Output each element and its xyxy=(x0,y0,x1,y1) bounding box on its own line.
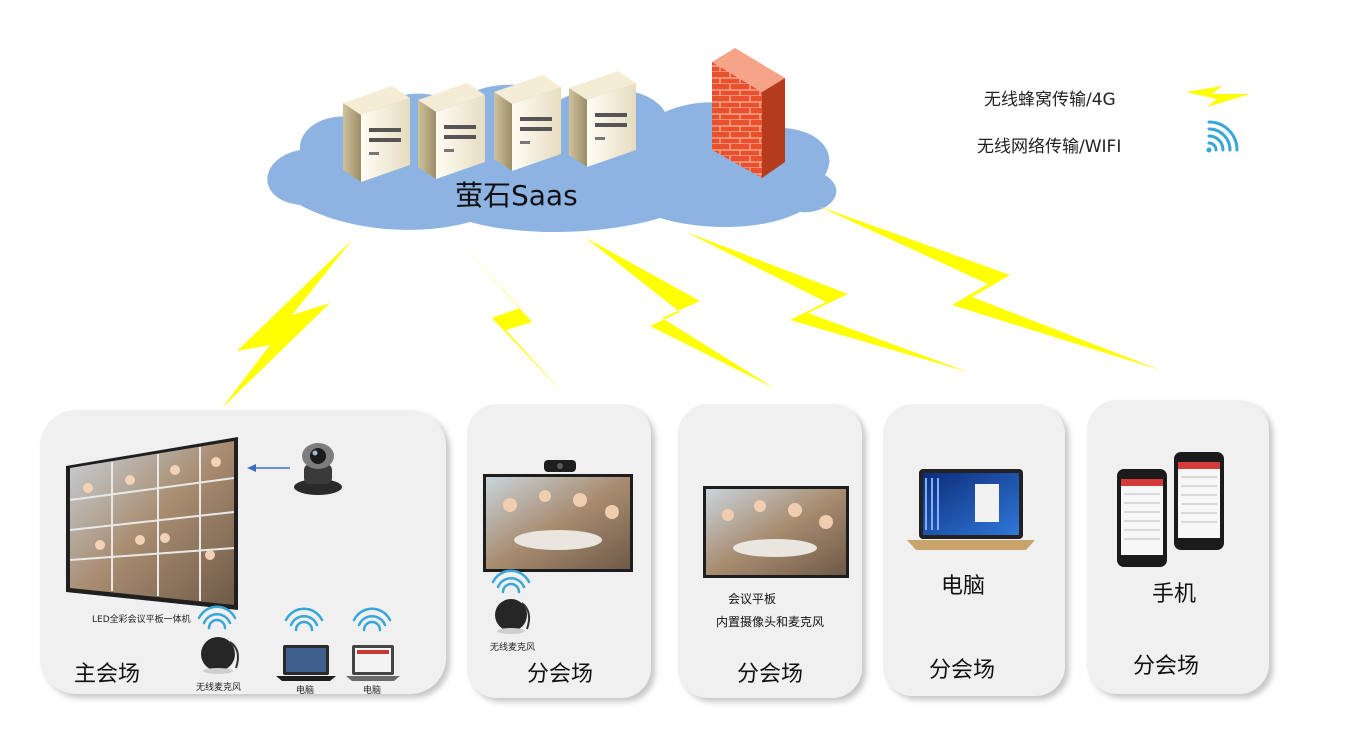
main-venue-title: 主会场 xyxy=(74,662,141,687)
lightning-bolt-main xyxy=(222,240,352,408)
cloud-label: 萤石Saas xyxy=(455,179,578,212)
branch4-device-label: 手机 xyxy=(1152,582,1197,607)
firewall-icon xyxy=(712,48,785,178)
branch3-device-label: 电脑 xyxy=(941,574,986,599)
lightning-bolt-branch1 xyxy=(456,238,562,392)
wifi-icon xyxy=(197,605,237,630)
branch1-title: 分会场 xyxy=(527,662,594,687)
meeting-display xyxy=(483,474,633,572)
wifi-icon xyxy=(491,569,531,594)
branch2-device-line1: 会议平板 xyxy=(728,592,777,606)
server-icon xyxy=(569,71,636,167)
lightning-bolt-branch4 xyxy=(818,206,1160,370)
branch4-title: 分会场 xyxy=(1133,654,1200,679)
legend-wifi-icon xyxy=(1206,120,1239,153)
branch2-device-line2: 内置摄像头和麦克风 xyxy=(716,615,825,629)
main-screen-label: LED全彩会议平板一体机 xyxy=(92,615,191,625)
server-icon xyxy=(418,83,485,179)
wifi-icon xyxy=(352,607,392,632)
server-icon xyxy=(494,75,561,171)
lightning-links xyxy=(222,206,1160,408)
laptop-icon xyxy=(276,645,336,681)
legend-wifi-label: 无线网络传输/WIFI xyxy=(977,137,1122,157)
main-laptop2-label: 电脑 xyxy=(363,686,382,696)
webcam-icon xyxy=(544,460,576,472)
conference-tablet xyxy=(703,486,849,578)
wireless-mic-icon xyxy=(201,637,239,674)
wifi-icon xyxy=(284,607,324,632)
server-icon xyxy=(343,86,410,182)
phone-icon xyxy=(1117,469,1167,567)
led-display xyxy=(66,437,238,610)
phone-icon xyxy=(1174,452,1224,550)
lightning-bolt-branch3 xyxy=(686,232,968,372)
ptz-camera-icon xyxy=(294,443,342,495)
legend-cellular-label: 无线蜂窝传输/4G xyxy=(984,90,1116,110)
wireless-mic-icon xyxy=(495,599,531,634)
main-laptop1-label: 电脑 xyxy=(296,686,315,696)
branch1-mic-label: 无线麦克风 xyxy=(490,643,536,653)
laptop-icon xyxy=(907,469,1035,550)
main-mic-label: 无线麦克风 xyxy=(196,683,242,693)
branch2-title: 分会场 xyxy=(737,662,804,687)
arrow-icon xyxy=(247,464,290,472)
laptop-icon xyxy=(346,645,400,681)
branch3-title: 分会场 xyxy=(929,658,996,683)
legend-lightning-icon xyxy=(1186,86,1250,107)
